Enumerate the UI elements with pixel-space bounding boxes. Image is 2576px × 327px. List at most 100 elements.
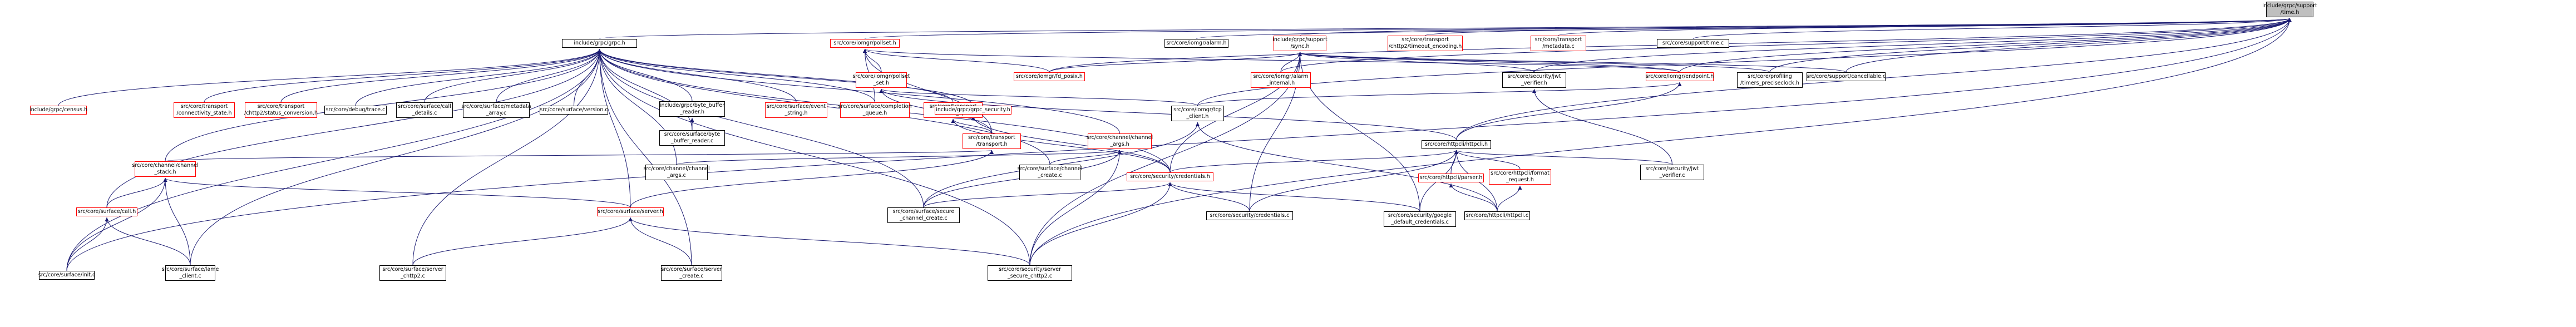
dependency-edge xyxy=(923,182,1172,208)
node-census-h[interactable]: include/grpc/census.h xyxy=(29,106,87,115)
node-secure-channel-create-c[interactable]: src/core/surface/secure_channel_create.c xyxy=(887,207,960,223)
dependency-edge xyxy=(598,48,954,103)
node-label-line: _chttp2.c xyxy=(401,273,425,279)
node-metadata-array-c[interactable]: src/core/surface/metadata_array.c xyxy=(461,102,531,118)
node-jwt-verifier-c[interactable]: src/core/security/jwt_verifier.c xyxy=(1640,165,1704,180)
node-label-line: src/core/profiling xyxy=(1748,73,1792,80)
node-metadata-c[interactable]: src/core/transport/metadata.c xyxy=(1531,36,1586,51)
node-label-line: src/core/iomgr/alarm xyxy=(1253,73,1309,80)
node-grpc-h[interactable]: include/grpc/grpc.h xyxy=(562,39,637,48)
node-byte-buffer-reader-c[interactable]: src/core/surface/byte_buffer_reader.c xyxy=(659,130,725,146)
node-label-line: src/core/debug/trace.c xyxy=(325,107,386,113)
node-label-line: _channel_create.c xyxy=(900,215,948,221)
node-trace-c[interactable]: src/core/debug/trace.c xyxy=(324,106,387,115)
node-time-h[interactable]: include/grpc/support/time.h xyxy=(2262,2,2317,17)
node-server-secure-chttp2-c[interactable]: src/core/security/server_secure_chttp2.c xyxy=(988,265,1072,281)
node-completion-queue-h[interactable]: src/core/surface/completion_queue.h xyxy=(838,102,912,118)
node-credentials-h[interactable]: src/core/security/credentials.h xyxy=(1127,172,1213,181)
node-label-line: src/core/iomgr/pollset xyxy=(852,73,910,80)
node-connectivity-state-h[interactable]: src/core/transport/connectivity_state.h xyxy=(174,102,235,118)
node-label-line: src/core/security/google xyxy=(1388,212,1452,219)
dependency-edge xyxy=(496,48,601,103)
dependency-edge xyxy=(1298,52,1534,73)
dependency-edge xyxy=(1049,52,1302,73)
dependency-edge xyxy=(628,217,692,266)
node-label-line: src/core/transport xyxy=(180,103,228,110)
dependency-edge xyxy=(165,48,601,162)
node-alarm-internal-h[interactable]: src/core/iomgr/alarm_internal.h xyxy=(1251,72,1311,88)
dependency-edge xyxy=(1534,18,2292,73)
dependency-edge xyxy=(598,48,631,208)
node-endpoint-h[interactable]: src/core/iomgr/endpoint.h xyxy=(1646,72,1714,81)
node-call-h[interactable]: src/core/surface/call.h xyxy=(76,207,137,216)
dependency-edge xyxy=(1769,18,2292,73)
node-server-create-c[interactable]: src/core/surface/server_create.c xyxy=(661,265,722,281)
node-call-details-c[interactable]: src/core/surface/call_details.c xyxy=(396,102,453,118)
node-pollset-set-h[interactable]: src/core/iomgr/pollset_set.h xyxy=(852,72,910,88)
node-iomgr-alarm-h[interactable]: src/core/iomgr/alarm.h xyxy=(1164,39,1228,48)
node-label-line: src/core/surface/event xyxy=(766,103,826,110)
node-label-line: _create.c xyxy=(679,273,704,279)
dependency-edge xyxy=(1197,82,1682,106)
dependency-edge xyxy=(1029,150,1122,266)
node-grpc-security-h[interactable]: include/grpc/grpc_security.h xyxy=(935,106,1011,115)
dependency-edge xyxy=(598,48,875,103)
node-label-line: /transport.h xyxy=(976,141,1008,147)
node-google-default-credentials-c[interactable]: src/core/security/google_default_credent… xyxy=(1384,211,1456,227)
dependency-edge xyxy=(1049,150,1122,165)
node-version-c[interactable]: src/core/surface/version.c xyxy=(540,106,608,115)
node-label-line: _buffer_reader.c xyxy=(670,138,714,144)
node-credentials-c[interactable]: src/core/security/credentials.c xyxy=(1206,211,1293,220)
node-httpcli-c[interactable]: src/core/httpcli/httpcli.c xyxy=(1464,211,1530,220)
node-format-request-h[interactable]: src/core/httpcli/format_request.h xyxy=(1489,169,1551,185)
dependency-edge xyxy=(204,48,601,103)
node-server-chttp2-c[interactable]: src/core/surface/server_chttp2.c xyxy=(379,265,446,281)
node-channel-create-c[interactable]: src/core/surface/channel_create.c xyxy=(1018,165,1082,180)
node-label-line: src/core/surface/server xyxy=(382,266,443,272)
dependency-edge xyxy=(66,48,601,271)
node-label-line: /sync.h xyxy=(1290,43,1310,49)
node-label-line: _args.h xyxy=(1110,141,1129,147)
node-timeout-encoding-h[interactable]: src/core/transport/chttp2/timeout_encodi… xyxy=(1388,36,1463,51)
node-lame-client-c[interactable]: src/core/surface/lame_client.c xyxy=(162,265,219,281)
node-server-h[interactable]: src/core/surface/server.h xyxy=(597,207,664,216)
node-label-line: include/grpc/support xyxy=(2262,3,2317,9)
node-label-line: src/core/surface/server xyxy=(661,266,722,272)
node-parser-h[interactable]: src/core/httpcli/parser.h xyxy=(1418,174,1484,182)
dependency-edge xyxy=(1168,182,1250,212)
node-label-line: _stack.h xyxy=(154,169,176,175)
dependency-edge xyxy=(163,177,631,208)
node-channel-stack-h[interactable]: src/core/channel/channel_stack.h xyxy=(132,161,199,177)
dependency-edge xyxy=(598,48,1030,266)
node-httpcli-h[interactable]: src/core/httpcli/httpcli.h xyxy=(1422,140,1491,149)
node-label-line: src/core/surface/server.h xyxy=(598,209,663,215)
node-label-line: src/core/surface/call xyxy=(398,103,451,110)
node-init-c[interactable]: src/core/surface/init.c xyxy=(38,271,95,280)
node-label-line: src/core/security/credentials.h xyxy=(1130,174,1210,180)
node-jwt-verifier-h[interactable]: src/core/security/jwt_verifier.h xyxy=(1502,72,1566,88)
dependency-edge xyxy=(1168,182,1420,212)
dependency-edge xyxy=(1029,182,1172,266)
node-pollset-h[interactable]: src/core/iomgr/pollset.h xyxy=(830,39,900,48)
node-fd-posix-h[interactable]: src/core/iomgr/fd_posix.h xyxy=(1014,72,1085,81)
node-label-line: src/core/iomgr/alarm.h xyxy=(1166,40,1227,46)
node-channel-args-c[interactable]: src/core/channel/channel_args.c xyxy=(643,165,710,180)
dependency-edge xyxy=(1845,18,2292,73)
node-label-line: src/core/transport xyxy=(968,135,1015,141)
node-status-conversion-h[interactable]: src/core/transport/chttp2/status_convers… xyxy=(244,102,318,118)
node-event-string-h[interactable]: src/core/surface/event_string.h xyxy=(765,102,827,118)
node-channel-args-h[interactable]: src/core/channel/channel_args.h xyxy=(1087,133,1153,149)
node-transport-h[interactable]: src/core/transport/transport.h xyxy=(963,133,1021,149)
node-sync-h[interactable]: include/grpc/support/sync.h xyxy=(1272,36,1328,51)
node-label-line: _reader.h xyxy=(679,109,705,115)
node-tcp-client-h[interactable]: src/core/iomgr/tcp_client.h xyxy=(1171,106,1224,121)
dependency-edge xyxy=(1298,52,1770,73)
node-cancellable-c[interactable]: src/core/support/cancellable.c xyxy=(1807,72,1886,81)
node-byte-buffer-reader-h[interactable]: include/grpc/byte_buffer_reader.h xyxy=(659,101,725,117)
node-label-line: /timers_preciseclock.h xyxy=(1740,80,1799,86)
node-timers-preciseclock-h[interactable]: src/core/profiling/timers_preciseclock.h xyxy=(1737,72,1803,88)
node-time-c[interactable]: src/core/support/time.c xyxy=(1657,39,1729,48)
dependency-edge xyxy=(951,118,1171,173)
dependency-edge xyxy=(66,177,167,271)
node-label-line: /metadata.c xyxy=(1542,43,1575,49)
